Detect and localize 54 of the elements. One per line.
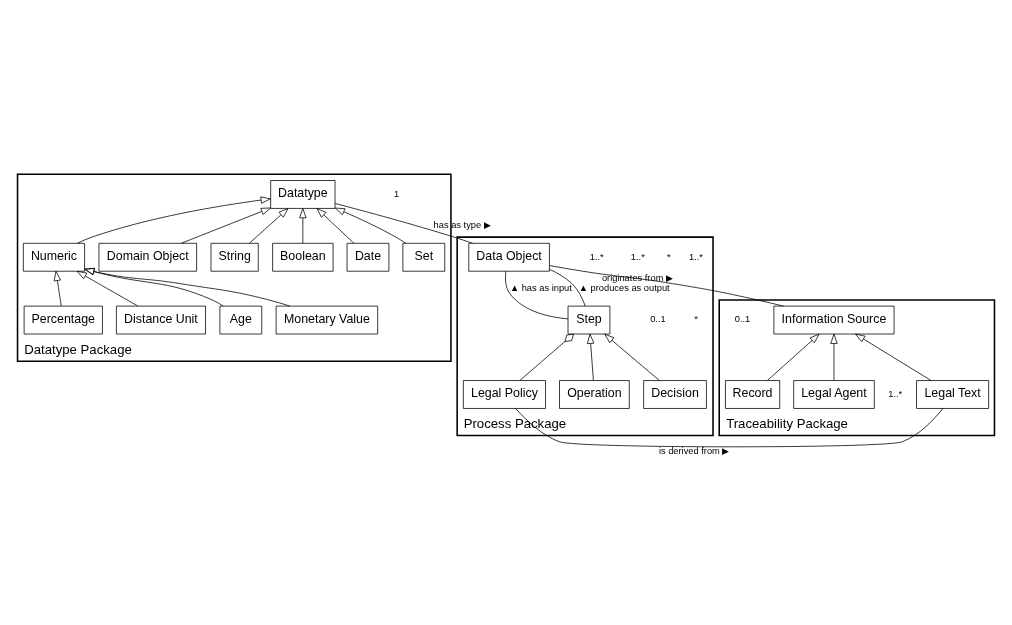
node-box: Percentage	[23, 305, 103, 335]
label: 1..*	[630, 251, 645, 262]
node-box: Record	[725, 380, 781, 409]
connector	[549, 269, 586, 307]
node-box: Operation	[559, 380, 630, 409]
edge-label: ▲ produces as output	[578, 283, 670, 294]
label: 1	[394, 188, 400, 199]
edge-label: originates from ▶	[601, 272, 673, 283]
node-box: Legal Agent	[793, 380, 875, 409]
node-box: Data Object	[468, 242, 550, 272]
arrow	[84, 267, 291, 307]
node-box: Set	[402, 242, 446, 272]
label: 0..1	[650, 314, 666, 325]
arrow	[249, 208, 289, 244]
node-box: Distance Unit	[116, 305, 206, 335]
node-box: Step	[567, 305, 611, 335]
arrow	[76, 270, 139, 307]
arrow	[181, 207, 271, 244]
edge-label: ▲ has as input	[509, 283, 572, 294]
node-box: Date	[346, 242, 390, 272]
node-box: Legal Text	[916, 380, 990, 409]
node-box: Domain Object	[98, 242, 197, 272]
arrow	[604, 333, 660, 381]
connector	[515, 408, 944, 448]
label: 0..1	[734, 314, 751, 325]
connector	[549, 265, 784, 307]
arrow	[767, 333, 820, 381]
label: *	[694, 314, 698, 325]
connector	[334, 203, 473, 244]
edge-label: is derived from ▶	[658, 446, 730, 457]
node-box: Numeric	[22, 242, 85, 272]
arrow	[84, 268, 224, 307]
node-box: Boolean	[272, 242, 334, 272]
arrow	[53, 270, 62, 307]
node-box: Monetary Value	[275, 305, 379, 335]
arrow	[77, 196, 271, 244]
label: 1..*	[589, 251, 604, 262]
arrow	[334, 207, 407, 244]
node-box: Information Source	[773, 305, 895, 335]
node-box: String	[210, 242, 259, 272]
node-box: Legal Policy	[462, 380, 546, 409]
arrow	[830, 333, 838, 381]
arrow	[299, 208, 307, 244]
node-box: Age	[219, 305, 263, 335]
arrow	[316, 208, 355, 244]
connector	[519, 333, 574, 381]
node-box: Datatype	[270, 180, 336, 209]
arrow	[855, 333, 932, 381]
label: *	[667, 251, 671, 262]
arrow	[587, 333, 595, 381]
label: 1..*	[688, 251, 703, 262]
node-box: Decision	[643, 380, 707, 409]
label: 1..*	[888, 388, 903, 399]
connector	[505, 271, 569, 320]
